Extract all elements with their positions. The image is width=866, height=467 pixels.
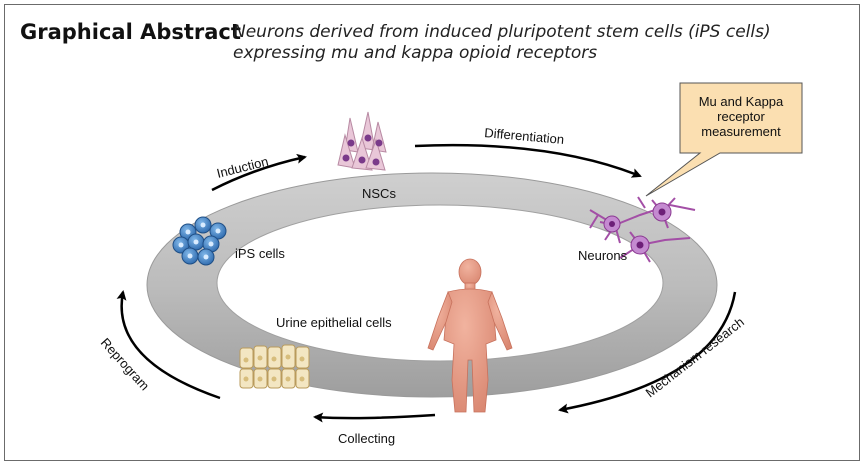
page-subtitle: Neurons derived from induced pluripotent…	[233, 22, 771, 63]
label-collecting: Collecting	[338, 431, 395, 446]
page-title: Graphical Abstract	[20, 20, 241, 44]
human-body-icon	[427, 258, 513, 413]
callout-line-1: Mu and Kappa	[699, 94, 784, 109]
callout-box	[645, 82, 803, 197]
callout-line-2: receptor	[717, 109, 765, 124]
figure-frame	[4, 4, 860, 461]
label-differentiation: Differentiation	[484, 125, 565, 147]
label-reprogram: Reprogram	[98, 335, 153, 393]
arrow-collecting	[313, 412, 436, 423]
cycle-ring	[146, 172, 718, 398]
arrow-differentiation	[414, 143, 642, 178]
ips-cells-icon	[172, 216, 227, 266]
arrow-induction	[211, 153, 307, 192]
arrow-mechanism	[558, 291, 737, 414]
label-neurons: Neurons	[578, 248, 628, 263]
label-urine-epithelial-cells: Urine epithelial cells	[276, 315, 392, 330]
callout-line-3: measurement	[701, 124, 781, 139]
neuron-bodies	[603, 202, 672, 255]
urine-epithelial-cells-icon	[239, 344, 310, 389]
label-nscs: NSCs	[362, 186, 396, 201]
arrow-reprogram	[116, 290, 221, 400]
label-ips-cells: iPS cells	[235, 246, 285, 261]
nscs-icon	[337, 111, 387, 171]
